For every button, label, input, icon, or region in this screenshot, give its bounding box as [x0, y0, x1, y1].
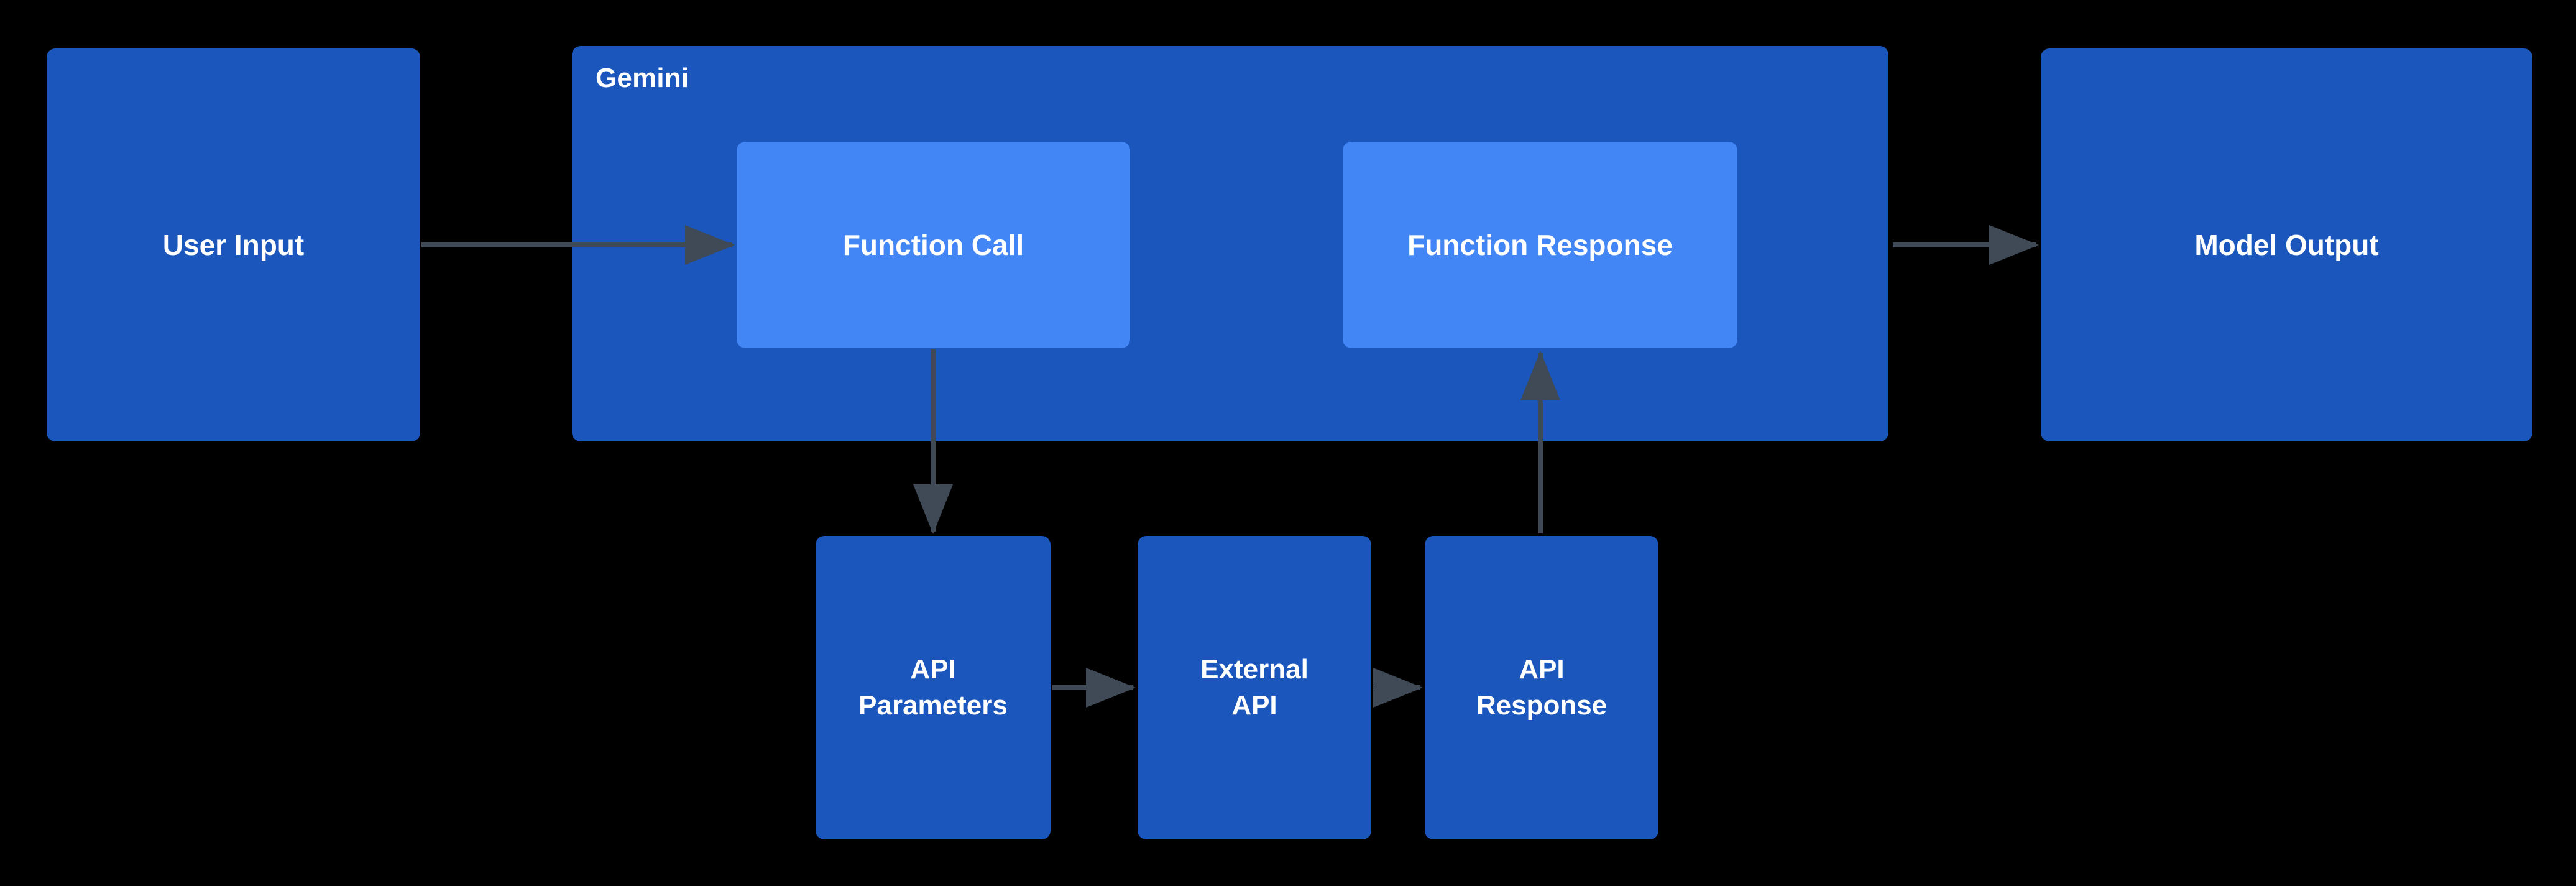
node-api-parameters-label: API Parameters: [858, 653, 1008, 721]
node-function-response-label: Function Response: [1407, 228, 1673, 261]
node-api-parameters[interactable]: API Parameters: [816, 536, 1051, 839]
node-model-output-label: Model Output: [2194, 228, 2379, 261]
node-function-response[interactable]: Function Response: [1343, 142, 1737, 348]
node-api-response[interactable]: API Response: [1425, 536, 1658, 839]
node-external-api-label: External API: [1200, 653, 1309, 721]
node-function-call-label: Function Call: [842, 228, 1024, 261]
node-function-call[interactable]: Function Call: [737, 142, 1130, 348]
node-model-output[interactable]: Model Output: [2041, 48, 2532, 441]
node-external-api[interactable]: External API: [1138, 536, 1371, 839]
node-api-response-label: API Response: [1476, 653, 1608, 721]
node-user-input-label: User Input: [162, 228, 305, 261]
gemini-container-title: Gemini: [596, 63, 689, 93]
node-user-input[interactable]: User Input: [47, 48, 420, 441]
